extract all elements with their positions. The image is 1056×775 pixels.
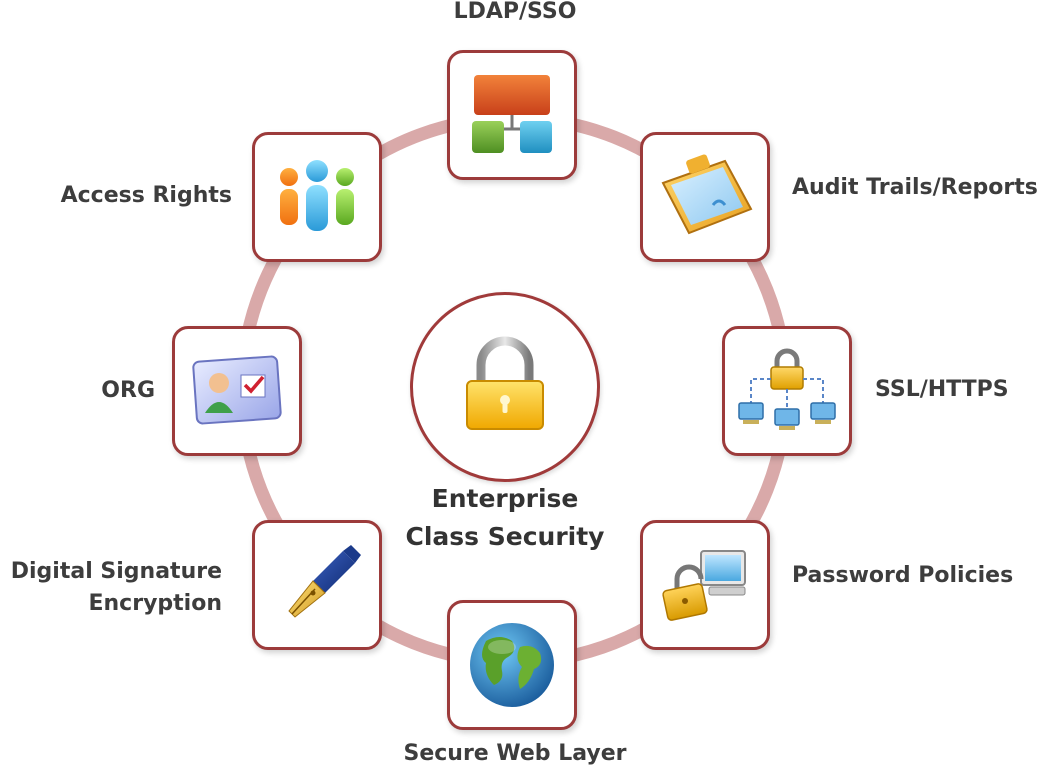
computer-lock-icon (662, 550, 746, 621)
node-ldap-sso (447, 50, 577, 180)
access-rights-label: Access Rights (60, 183, 232, 208)
hierarchy-icon (472, 75, 552, 153)
org-label: ORG (101, 378, 155, 403)
digital-signature-label-line2: Encryption (88, 591, 222, 616)
fountain-pen-icon (288, 545, 361, 618)
globe-icon (470, 623, 554, 707)
digital-signature-label-line1: Digital Signature (10, 559, 222, 584)
node-secure-web-layer (447, 600, 577, 730)
digital-signature-label: Digital Signature Encryption (0, 556, 222, 620)
center-title: Enterprise Class Security (380, 480, 630, 556)
node-access-rights (252, 132, 382, 262)
node-password-policies (640, 520, 770, 650)
padlock-icon (466, 336, 544, 430)
password-policies-label: Password Policies (792, 563, 1014, 588)
node-digital-signature (252, 520, 382, 650)
node-audit-trails (640, 132, 770, 262)
network-lock-icon (738, 348, 836, 430)
center-title-line2: Class Security (405, 522, 605, 551)
ldap-sso-label: LDAP/SSO (453, 0, 577, 24)
audit-trails-label: Audit Trails/Reports (792, 175, 1038, 200)
center-circle (410, 292, 600, 482)
secure-web-layer-label: Secure Web Layer (403, 741, 627, 766)
node-ssl-https (722, 326, 852, 456)
center-title-line1: Enterprise (431, 484, 579, 513)
clipboard-icon (661, 154, 753, 235)
node-org (172, 326, 302, 456)
people-icon (280, 160, 354, 231)
id-card-icon (192, 355, 282, 425)
ssl-https-label: SSL/HTTPS (875, 377, 1009, 402)
